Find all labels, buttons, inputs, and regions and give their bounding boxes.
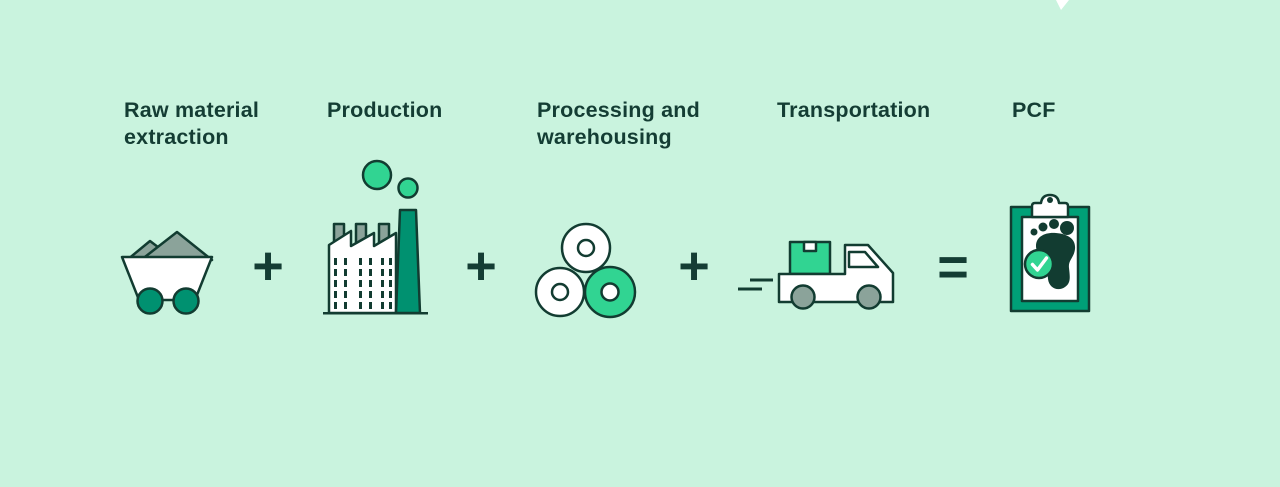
check-badge	[1023, 248, 1055, 280]
clipboard-footprint-icon	[1009, 193, 1091, 313]
check-mark	[1030, 256, 1049, 272]
plus-operator-1: +	[252, 236, 284, 296]
mine-cart-icon	[120, 230, 214, 315]
stage-label-raw-material-extraction: Raw material extraction	[124, 98, 260, 149]
delivery-truck-icon	[738, 240, 895, 310]
cart-wheel-right	[172, 287, 200, 315]
stage-label-pcf: PCF	[1012, 98, 1056, 122]
cart-body	[120, 255, 214, 302]
top-right-accent	[1056, 0, 1069, 10]
plus-operator-3: +	[678, 236, 710, 296]
cargo-box-tape	[802, 240, 818, 253]
plus-operator-2: +	[465, 236, 497, 296]
clipboard-clip	[1030, 193, 1070, 219]
factory-icon	[323, 159, 428, 315]
clip-hole	[1047, 197, 1053, 203]
equals-operator: =	[937, 237, 969, 297]
cab-window	[847, 250, 880, 269]
stage-label-production: Production	[327, 98, 443, 122]
stage-label-processing-warehousing: Processing and warehousing	[537, 98, 700, 149]
truck-wheel-rear	[790, 284, 816, 310]
smoke-puff-small	[397, 177, 419, 199]
cart-wheel-left	[136, 287, 164, 315]
smokestack	[394, 208, 422, 315]
stage-label-transportation: Transportation	[777, 98, 931, 122]
smoke-puff-large	[361, 159, 393, 191]
carbon-footprint	[1030, 219, 1076, 290]
factory-windows	[334, 258, 392, 309]
truck-wheel-front	[856, 284, 882, 310]
factory-building	[327, 229, 398, 315]
steel-coils-icon	[534, 222, 637, 319]
